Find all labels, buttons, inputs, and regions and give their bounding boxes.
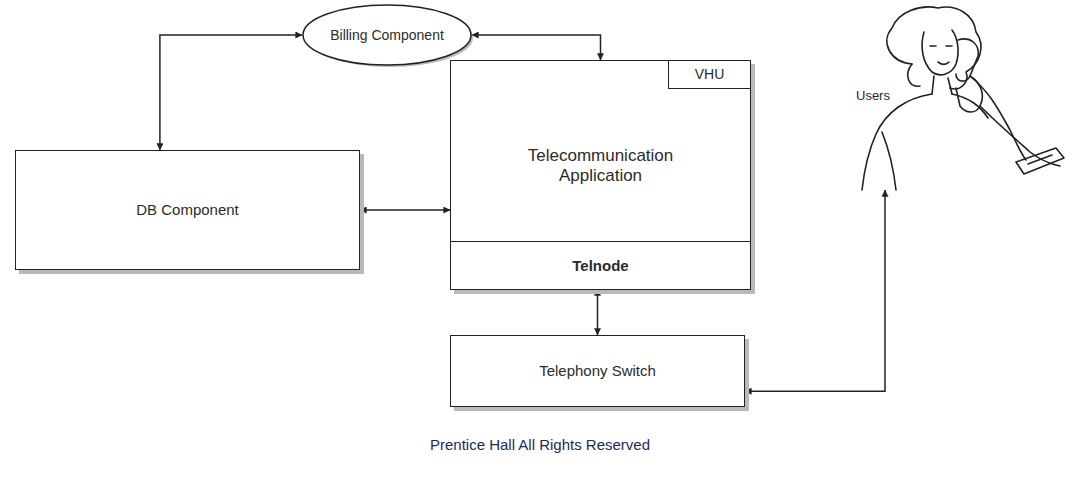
switch-box: Telephony Switch: [450, 335, 745, 407]
connector-arrow: [472, 35, 601, 60]
connector-arrow: [597, 289, 599, 335]
component-box: DB Component: [15, 150, 360, 270]
vhu-tag: VHU: [668, 61, 750, 89]
node-label: Telecommunication Application: [491, 146, 710, 187]
node-label: Billing Component: [330, 27, 444, 44]
figure-stroke: [908, 64, 920, 86]
figure-stroke: [952, 94, 988, 118]
figure-stroke: [956, 39, 978, 81]
figure-stroke: [882, 132, 896, 190]
users-figure: Users: [820, 2, 1065, 192]
application-box: Telecommunication Application VHU Telnode: [450, 60, 751, 290]
node-label: Telephony Switch: [539, 362, 656, 380]
ellipse-border: [303, 5, 471, 65]
node-label: DB Component: [136, 201, 239, 219]
node-label: Telnode: [572, 257, 628, 275]
connector-arrow: [160, 35, 302, 150]
copyright-note: Prentice Hall All Rights Reserved: [420, 436, 660, 454]
figure-stroke: [1028, 155, 1052, 164]
figure-stroke: [932, 76, 952, 94]
telnode-band: Telnode: [451, 241, 750, 289]
connector-arrow: [745, 190, 885, 391]
figure-stroke: [970, 76, 1026, 160]
figure-stroke: [980, 106, 1060, 166]
figure-stroke: [922, 30, 958, 75]
component-ellipse: Billing Component: [302, 4, 472, 66]
node-label: VHU: [695, 66, 725, 83]
figure-stroke: [862, 94, 932, 190]
node-label: Users: [853, 88, 893, 104]
connector-arrow: [360, 209, 450, 211]
figure-stroke: [930, 46, 952, 64]
figure-stroke: [1016, 148, 1064, 174]
